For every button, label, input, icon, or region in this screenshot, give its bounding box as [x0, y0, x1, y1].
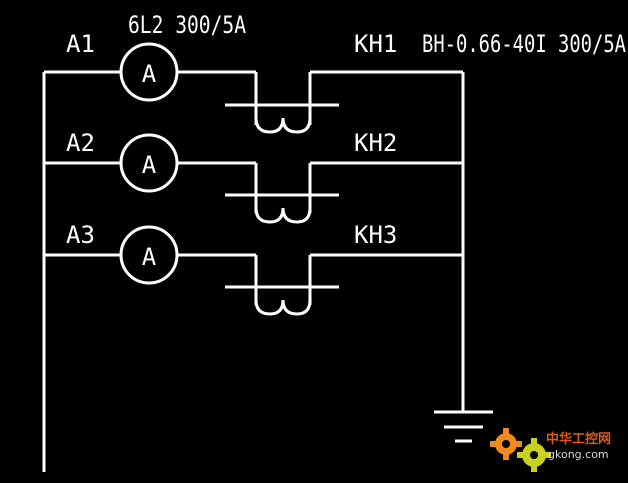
- ground-symbol: [434, 410, 493, 443]
- label-kh2: KH2: [354, 129, 397, 157]
- ammeter-a3-symbol: A: [142, 243, 157, 271]
- ct-kh1-winding: [254, 117, 312, 134]
- phase-a3-branch: A: [44, 225, 463, 316]
- ct-kh2-winding: [254, 207, 312, 224]
- watermark-url: gkong.com: [548, 448, 609, 461]
- ct-spec-label: BH-0.66-40I 300/5A: [422, 30, 626, 58]
- ammeter-spec-label: 6L2 300/5A: [128, 11, 246, 39]
- phase-a1-branch: A: [44, 42, 463, 134]
- gear-icon: [490, 428, 551, 472]
- watermark-logo: 中华工控网 gkong.com: [490, 428, 611, 472]
- phase-a2-branch: A: [44, 133, 463, 224]
- ct-kh3-winding: [254, 299, 312, 316]
- ammeter-a1-symbol: A: [142, 60, 157, 88]
- watermark-title: 中华工控网: [546, 431, 611, 447]
- label-a1: A1: [66, 30, 95, 58]
- label-a3: A3: [66, 221, 95, 249]
- label-a2: A2: [66, 129, 95, 157]
- label-kh1: KH1: [354, 30, 397, 58]
- ammeter-a2-symbol: A: [142, 151, 157, 179]
- label-kh3: KH3: [354, 221, 397, 249]
